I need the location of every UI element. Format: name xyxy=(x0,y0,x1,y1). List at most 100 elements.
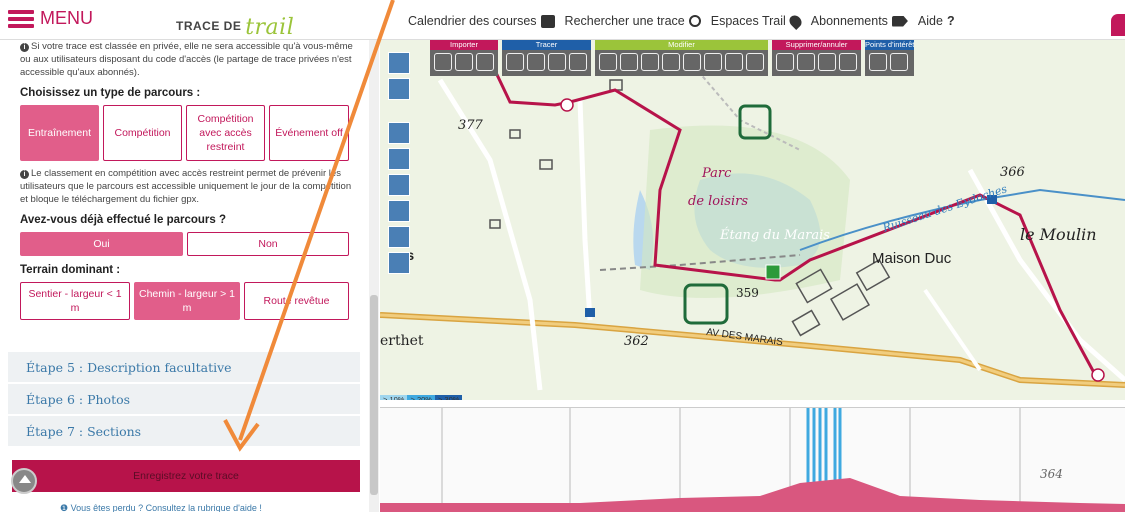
contrast-icon[interactable] xyxy=(388,174,410,196)
zoom-out-icon[interactable] xyxy=(388,78,410,100)
toolbar-tool-icon[interactable] xyxy=(548,53,566,71)
toolbar-tool-icon[interactable] xyxy=(476,53,494,71)
question-icon: ? xyxy=(946,14,955,28)
nav-trail-spaces[interactable]: Espaces Trail xyxy=(711,12,804,30)
route-marker-12 xyxy=(1091,368,1105,382)
done-no[interactable]: Non xyxy=(187,232,349,256)
map-view[interactable]: 377 366 Parc de loisirs Étang du Marais … xyxy=(380,40,1125,400)
toolbar-tool-icon[interactable] xyxy=(620,53,638,71)
measure-icon[interactable] xyxy=(388,226,410,248)
toolbar-tool-icon[interactable] xyxy=(839,53,857,71)
toolbar-tool-icon[interactable] xyxy=(776,53,794,71)
terrain-trail[interactable]: Sentier - largeur < 1 m xyxy=(20,282,130,320)
terrain-path[interactable]: Chemin - largeur > 1 m xyxy=(134,282,240,320)
toolbar-group-label: Supprimer/annuler xyxy=(772,40,861,50)
toolbar-tool-icon[interactable] xyxy=(506,53,524,71)
slope-legend-item: > 10% xyxy=(380,395,408,400)
map-label-377: 377 xyxy=(458,118,483,133)
map-search-icon[interactable] xyxy=(388,122,410,144)
toolbar-tool-icon[interactable] xyxy=(818,53,836,71)
toolbar-tool-icon[interactable] xyxy=(869,53,887,71)
terrain-title: Terrain dominant : xyxy=(20,264,121,276)
toolbar-buttons xyxy=(430,50,498,76)
map-canvas xyxy=(380,40,1125,400)
map-label-359: 359 xyxy=(736,286,759,300)
logo-script: trail xyxy=(245,15,295,40)
nav-calendar[interactable]: Calendrier des courses xyxy=(408,14,555,28)
course-type-options: Entraînement Compétition Compétition ave… xyxy=(20,105,355,161)
toolbar-tool-icon[interactable] xyxy=(683,53,701,71)
toolbar-group-4: Points d'intérêt xyxy=(865,40,915,76)
user-icon[interactable] xyxy=(1111,14,1125,36)
map-label-parc: Parc xyxy=(702,166,732,181)
toolbar-tool-icon[interactable] xyxy=(890,53,908,71)
menu-label: MENU xyxy=(40,8,93,28)
globe-icon[interactable] xyxy=(388,252,410,274)
elevation-profile[interactable]: 364 xyxy=(380,407,1125,512)
toolbar-tool-icon[interactable] xyxy=(725,53,743,71)
slope-legend-item: > 30% xyxy=(434,395,463,400)
slope-legend: > 10%> 20%> 30% xyxy=(380,395,463,400)
course-type-training[interactable]: Entraînement xyxy=(20,105,99,161)
toolbar-tool-icon[interactable] xyxy=(434,53,452,71)
toolbar-group-2: Modifier xyxy=(595,40,768,76)
course-type-competition[interactable]: Compétition xyxy=(103,105,182,161)
toolbar-group-label: Importer xyxy=(430,40,498,50)
done-options: Oui Non xyxy=(20,232,355,256)
slope-legend-item: > 20% xyxy=(407,395,435,400)
logo-text: TRACE DE xyxy=(176,19,242,33)
course-type-off-event[interactable]: Événement off xyxy=(269,105,349,161)
toolbar-tool-icon[interactable] xyxy=(527,53,545,71)
calendar-icon xyxy=(540,14,555,28)
toolbar-buttons xyxy=(865,50,915,76)
toolbar-buttons xyxy=(595,50,768,76)
nav-subscriptions[interactable]: Abonnements xyxy=(811,14,908,28)
step-5-description[interactable]: Étape 5 : Description facultative xyxy=(8,352,360,384)
toolbar-tool-icon[interactable] xyxy=(455,53,473,71)
scrollbar-thumb[interactable] xyxy=(370,295,378,495)
menu-button[interactable]: MENU xyxy=(8,8,93,29)
nav-search-trace[interactable]: Rechercher une trace xyxy=(565,14,701,28)
toolbar-group-label: Modifier xyxy=(595,40,768,50)
save-trace-button[interactable]: Enregistrez votre trace xyxy=(12,460,360,492)
site-logo[interactable]: TRACE DE trail xyxy=(176,11,294,40)
map-label-362: 362 xyxy=(624,334,649,349)
toolbar-tool-icon[interactable] xyxy=(797,53,815,71)
course-type-restricted[interactable]: Compétition avec accès restreint xyxy=(186,105,265,161)
golf-icon xyxy=(738,104,772,140)
info-icon: ❶ xyxy=(60,503,71,512)
fullscreen-icon[interactable] xyxy=(388,200,410,222)
toolbar-tool-icon[interactable] xyxy=(746,53,764,71)
done-yes[interactable]: Oui xyxy=(20,232,183,256)
nav-help[interactable]: Aide? xyxy=(917,14,955,28)
map-label-erthet: erthet xyxy=(380,333,424,349)
step-7-sections[interactable]: Étape 7 : Sections xyxy=(8,416,360,448)
help-link[interactable]: ❶ Vous êtes perdu ? Consultez la rubriqu… xyxy=(60,503,262,512)
terrain-options: Sentier - largeur < 1 m Chemin - largeur… xyxy=(20,282,355,320)
zoom-in-icon[interactable] xyxy=(388,52,410,74)
toolbar-tool-icon[interactable] xyxy=(704,53,722,71)
toolbar-tool-icon[interactable] xyxy=(641,53,659,71)
toolbar-buttons xyxy=(502,50,591,76)
terrain-paved-road[interactable]: Route revêtue xyxy=(244,282,349,320)
panel-scrollbar[interactable] xyxy=(369,40,379,512)
step-list: Étape 5 : Description facultative Étape … xyxy=(8,352,360,448)
step-6-photos[interactable]: Étape 6 : Photos xyxy=(8,384,360,416)
info-icon: i xyxy=(20,170,29,179)
done-title: Avez-vous déjà effectué le parcours ? xyxy=(20,214,227,226)
toolbar-tool-icon[interactable] xyxy=(599,53,617,71)
route-marker-start xyxy=(560,98,574,112)
toolbar-tool-icon[interactable] xyxy=(569,53,587,71)
layers-icon[interactable] xyxy=(388,148,410,170)
scroll-up-icon[interactable] xyxy=(11,468,37,494)
toolbar-tool-icon[interactable] xyxy=(662,53,680,71)
toolbar-group-1: Tracer xyxy=(502,40,591,76)
top-navigation: Calendrier des courses Rechercher une tr… xyxy=(408,12,955,30)
map-label-etang: Étang du Marais xyxy=(720,228,830,243)
toolbar-group-3: Supprimer/annuler xyxy=(772,40,861,76)
top-bar: MENU TRACE DE trail Calendrier des cours… xyxy=(0,0,1125,40)
map-label-moulin: le Moulin xyxy=(1020,225,1097,244)
